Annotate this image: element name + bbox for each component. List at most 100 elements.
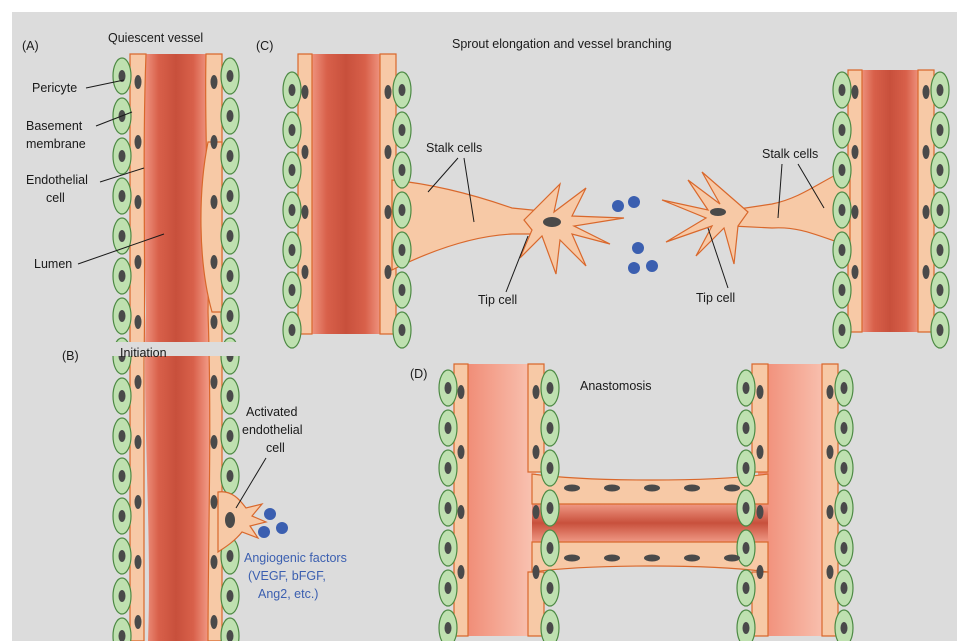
nucleus: [289, 244, 296, 256]
endothelial-nucleus: [385, 265, 392, 279]
left-tip-cell: [520, 184, 624, 274]
nucleus: [547, 462, 554, 474]
channel-nucleus: [564, 485, 580, 492]
endothelial-nucleus: [135, 375, 142, 389]
label-endothelial-2: cell: [46, 191, 65, 205]
endothelial-nucleus: [135, 435, 142, 449]
leader-stalk-left-1: [428, 158, 458, 192]
endothelial-nucleus: [302, 85, 309, 99]
endothelial-nucleus: [135, 135, 142, 149]
nucleus: [547, 622, 554, 634]
nucleus: [937, 204, 944, 216]
endothelial-nucleus: [827, 565, 834, 579]
nucleus: [743, 542, 750, 554]
leader-tip-right: [708, 228, 728, 288]
nucleus: [937, 244, 944, 256]
nucleus: [547, 422, 554, 434]
endothelial-nucleus: [302, 265, 309, 279]
endothelial-nucleus: [852, 145, 859, 159]
nucleus: [445, 622, 452, 634]
nucleus: [547, 582, 554, 594]
endothelial-nucleus: [923, 265, 930, 279]
nucleus: [227, 270, 234, 282]
label-endothelial-1: Endothelial: [26, 173, 88, 187]
endothelial-nucleus: [533, 505, 540, 519]
nucleus: [839, 164, 846, 176]
right-vessel-lumen: [858, 70, 922, 332]
panel-c-title: Sprout elongation and vessel branching: [452, 37, 672, 51]
nucleus: [119, 270, 126, 282]
channel-nucleus: [604, 485, 620, 492]
nucleus: [227, 390, 234, 402]
nucleus: [227, 150, 234, 162]
panel-c-letter: (C): [256, 39, 273, 53]
nucleus: [289, 124, 296, 136]
nucleus: [227, 110, 234, 122]
endothelial-nucleus: [211, 135, 218, 149]
nucleus: [445, 382, 452, 394]
nucleus: [445, 462, 452, 474]
endothelial-nucleus: [135, 315, 142, 329]
nucleus: [937, 164, 944, 176]
endothelial-nucleus: [385, 145, 392, 159]
nucleus: [937, 284, 944, 296]
nucleus: [289, 164, 296, 176]
nucleus: [289, 84, 296, 96]
nucleus: [743, 382, 750, 394]
endothelial-nucleus: [385, 85, 392, 99]
label-activated-3: cell: [266, 441, 285, 455]
nucleus: [445, 582, 452, 594]
nucleus: [399, 84, 406, 96]
nucleus: [937, 124, 944, 136]
nucleus: [227, 470, 234, 482]
nucleus: [227, 310, 234, 322]
nucleus: [839, 244, 846, 256]
panel-d-letter: (D): [410, 367, 427, 381]
label-activated-2: endothelial: [242, 423, 302, 437]
nucleus: [743, 462, 750, 474]
nucleus: [289, 204, 296, 216]
nucleus: [841, 542, 848, 554]
endothelial-nucleus: [135, 555, 142, 569]
nucleus: [119, 150, 126, 162]
nucleus: [119, 590, 126, 602]
endothelial-nucleus: [135, 255, 142, 269]
endothelial-nucleus: [211, 495, 218, 509]
label-factors-3: Ang2, etc.): [258, 587, 318, 601]
nucleus: [547, 502, 554, 514]
endothelial-nucleus: [458, 565, 465, 579]
endothelial-nucleus: [211, 555, 218, 569]
endothelial-nucleus: [827, 505, 834, 519]
endothelial-nucleus: [211, 255, 218, 269]
channel-nucleus: [644, 555, 660, 562]
channel-nucleus: [604, 555, 620, 562]
endothelial-nucleus: [852, 205, 859, 219]
nucleus: [841, 622, 848, 634]
nucleus: [841, 462, 848, 474]
nucleus: [119, 470, 126, 482]
label-factors-2: (VEGF, bFGF,: [248, 569, 326, 583]
panel-d: (D) Anastomosis: [410, 364, 853, 641]
label-stalk-right: Stalk cells: [762, 147, 818, 161]
nucleus: [445, 422, 452, 434]
endothelial-nucleus: [458, 385, 465, 399]
nucleus: [937, 324, 944, 336]
nucleus: [399, 164, 406, 176]
nucleus: [445, 502, 452, 514]
nucleus: [841, 502, 848, 514]
nucleus: [227, 230, 234, 242]
nucleus: [547, 542, 554, 554]
endothelial-nucleus: [757, 445, 764, 459]
nucleus: [227, 70, 234, 82]
anastomosis-lumen: [532, 502, 768, 544]
nucleus: [841, 382, 848, 394]
nucleus: [743, 502, 750, 514]
panel-a-letter: (A): [22, 39, 39, 53]
endothelial-nucleus: [211, 75, 218, 89]
endothelial-nucleus: [852, 85, 859, 99]
endothelial-nucleus: [533, 385, 540, 399]
endothelial-nucleus: [533, 565, 540, 579]
label-basement-2: membrane: [26, 137, 86, 151]
endothelial-nucleus: [211, 375, 218, 389]
nucleus: [119, 550, 126, 562]
